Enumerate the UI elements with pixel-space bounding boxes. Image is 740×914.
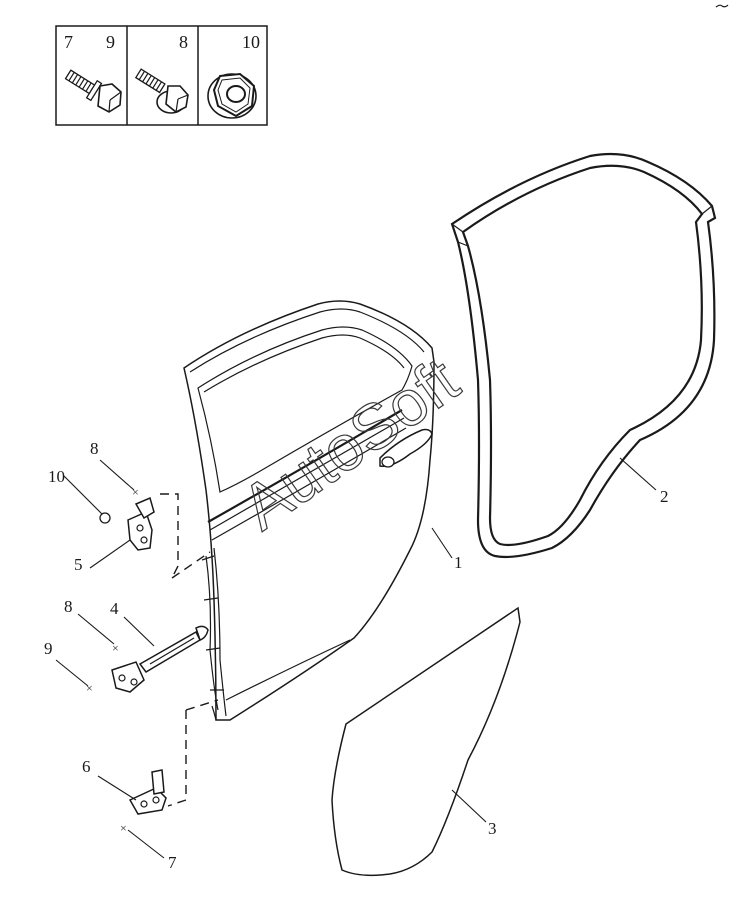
callout-3: 3 [488, 819, 497, 838]
lower-hinge [128, 769, 167, 815]
rear-door-shell [183, 300, 435, 721]
hex-bolt-icon [64, 69, 122, 113]
door-trim-panel [331, 606, 521, 877]
callout-7: 7 [168, 853, 177, 872]
legend-label-10: 10 [242, 32, 260, 52]
flange-bolt-icon [134, 68, 189, 114]
fastener-legend: 7 9 8 10 [55, 25, 268, 126]
door-check-strap [111, 625, 209, 693]
callout-5: 5 [74, 555, 83, 574]
callout-6: 6 [82, 757, 91, 776]
door-handle [379, 428, 433, 467]
corner-mark [715, 4, 729, 8]
legend-label-9: 9 [106, 32, 115, 52]
legend-label-7: 7 [64, 32, 73, 52]
bolt-marker: × [120, 821, 127, 835]
callout-2: 2 [660, 487, 669, 506]
assembly-guide-lines [160, 493, 219, 807]
callout-4: 4 [110, 599, 119, 618]
callout-9: 9 [44, 639, 53, 658]
leader-lines [55, 457, 657, 859]
callout-8-upper: 8 [90, 439, 99, 458]
callout-10: 10 [48, 467, 65, 486]
callout-1: 1 [454, 553, 463, 572]
callout-8-lower: 8 [64, 597, 73, 616]
upper-hinge [127, 496, 155, 551]
door-weatherstrip-seal [450, 152, 717, 559]
flange-nut-icon [207, 72, 257, 119]
bolt-marker: × [132, 485, 139, 499]
bolt-marker: × [112, 641, 119, 655]
legend-label-8: 8 [179, 32, 188, 52]
bolt-marker: × [86, 681, 93, 695]
hinge-nut [99, 512, 111, 524]
